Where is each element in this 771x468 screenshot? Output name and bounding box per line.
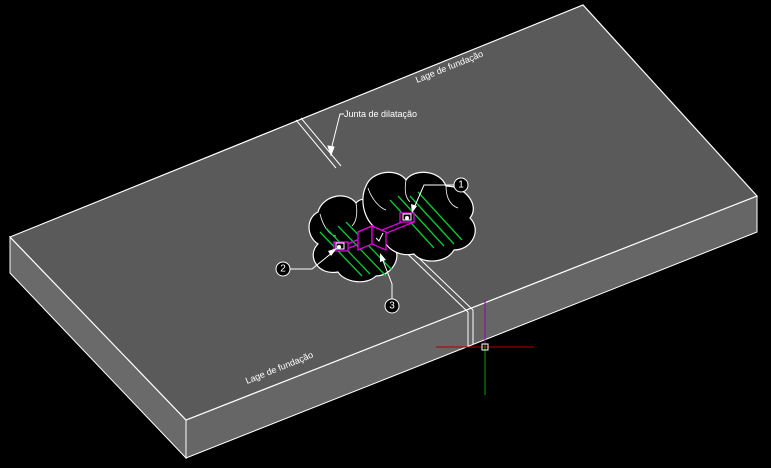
pickbox-icon [481, 343, 489, 351]
excavation-openings [308, 171, 476, 283]
callout-3[interactable]: 3 [380, 253, 400, 314]
callout-1[interactable]: 1 [411, 177, 469, 213]
callout-2[interactable]: 2 [275, 248, 337, 277]
crosshair-cursor [436, 300, 534, 395]
foundation-slab [8, 4, 759, 460]
callout-2-number: 2 [280, 264, 286, 275]
joint-leader [327, 113, 344, 157]
callout-3-number: 3 [389, 301, 395, 312]
joint-label: Junta de dilatação [344, 109, 417, 119]
callout-1-number: 1 [458, 180, 464, 191]
